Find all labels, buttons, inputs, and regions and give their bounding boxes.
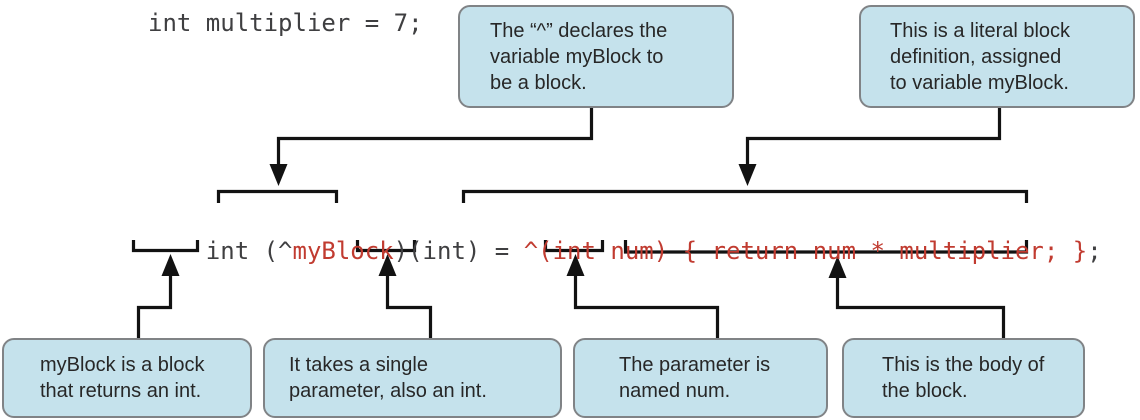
code-signature: )(int) = [393,237,524,265]
connector-declares-line [276,108,594,165]
callout-literal-definition: This is a literal block definition, assi… [859,5,1135,108]
callout-block-body: This is the body of the block. [842,338,1085,418]
code-return-type: int (^ [205,237,293,265]
code-block-literal: ^(int num) { return num * multiplier; } [523,237,1088,265]
callout-caret-declares-text: The “^” declares the variable myBlock to… [490,19,668,94]
bracket-myblock [216,189,339,203]
bracket-block-literal [461,189,1029,203]
callout-returns-int: myBlock is a block that returns an int. [2,338,252,418]
code-myblock-name: myBlock [292,237,394,265]
callout-single-parameter-text: It takes a single parameter, also an int… [289,354,487,402]
connector-literal-line [745,108,1002,165]
callout-caret-declares: The “^” declares the variable myBlock to… [458,5,734,108]
code-semicolon: ; [1087,237,1102,265]
callout-literal-definition-text: This is a literal block definition, assi… [890,19,1071,94]
callout-parameter-named-num-text: The parameter is named num. [619,354,771,402]
variable-declaration-code: int multiplier = 7; [148,9,423,37]
callout-single-parameter: It takes a single parameter, also an int… [263,338,562,418]
callout-parameter-named-num: The parameter is named num. [573,338,828,418]
callout-returns-int-text: myBlock is a block that returns an int. [40,354,205,402]
down-arrowhead-declares-icon [269,164,288,186]
down-arrowhead-literal-icon [738,164,757,186]
callout-block-body-text: This is the body of the block. [882,354,1045,402]
block-declaration-code: int (^myBlock)(int) = ^(int num) { retur… [148,206,1102,296]
